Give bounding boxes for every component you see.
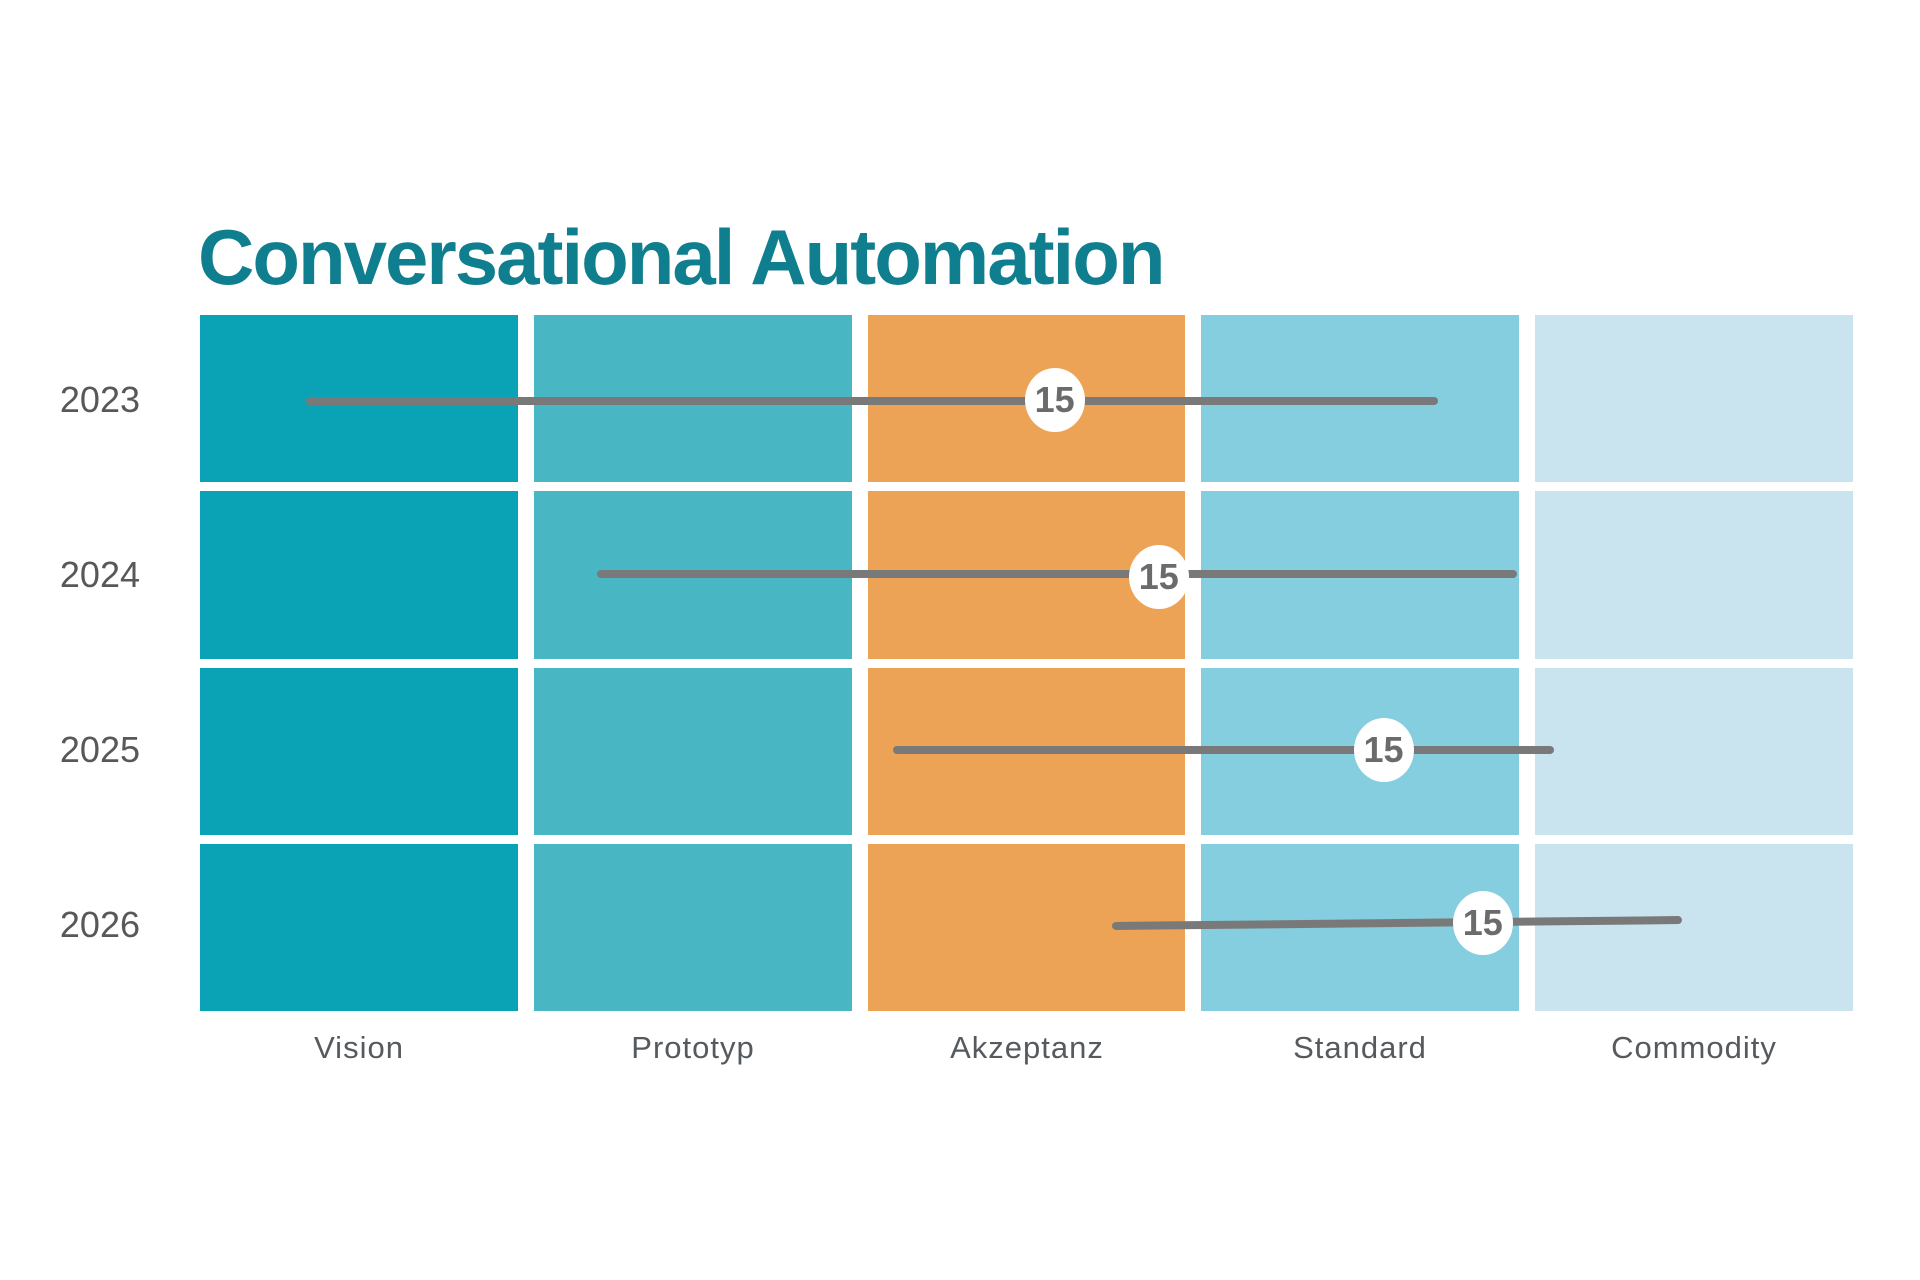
row-label-2023: 2023 (59, 379, 140, 420)
grid-cell (533, 843, 852, 1011)
grid-cell (533, 667, 852, 835)
col-label-akzeptanz: Akzeptanz (950, 1030, 1104, 1065)
grid-cell (200, 667, 518, 835)
value-badge-2024: 15 (1128, 545, 1189, 609)
badge-value: 15 (1462, 902, 1503, 943)
grid-cell (1535, 315, 1853, 483)
chart-title: Conversational Automation (198, 213, 1166, 301)
range-line-2025 (892, 746, 1554, 754)
value-badge-2025: 15 (1353, 718, 1414, 782)
col-label-prototyp: Prototyp (631, 1030, 755, 1065)
col-label-vision: Vision (314, 1030, 404, 1065)
maturity-grid (200, 315, 1853, 1011)
row-label-2024: 2024 (59, 554, 140, 595)
grid-cell (200, 491, 518, 659)
grid-cell (200, 843, 518, 1011)
row-label-2025: 2025 (59, 729, 140, 770)
col-label-standard: Standard (1293, 1030, 1427, 1065)
grid-cell (1535, 843, 1853, 1011)
value-badge-2023: 15 (1024, 368, 1085, 432)
badge-value: 15 (1138, 556, 1179, 597)
value-badge-2026: 15 (1452, 891, 1513, 955)
col-label-commodity: Commodity (1611, 1030, 1777, 1065)
range-line-2023 (305, 397, 1439, 405)
badge-value: 15 (1363, 729, 1404, 770)
badge-value: 15 (1034, 379, 1075, 420)
range-line-2024 (596, 570, 1518, 578)
grid-cell (1535, 491, 1853, 659)
row-label-2026: 2026 (59, 904, 140, 945)
grid-cell (1535, 667, 1853, 835)
